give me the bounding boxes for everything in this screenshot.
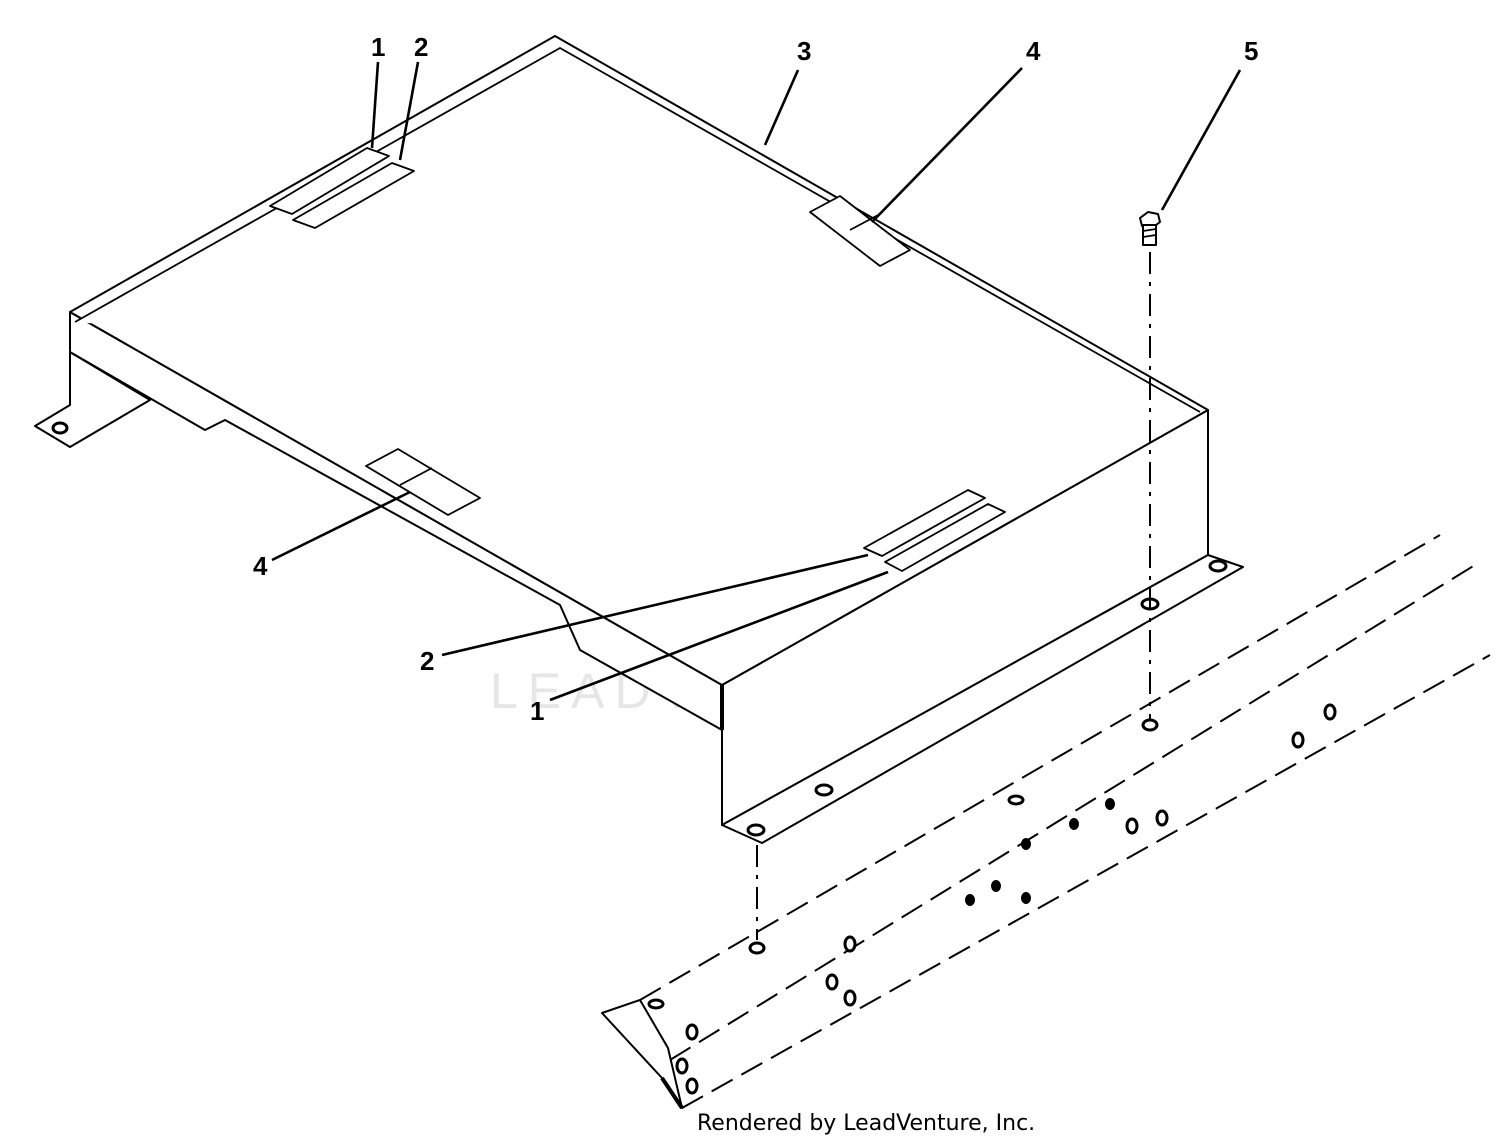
leader-lines bbox=[271, 61, 1242, 702]
callout-5-bolt: 5 bbox=[1244, 36, 1258, 66]
decal-left bbox=[365, 448, 481, 516]
callout-2-rear: 2 bbox=[414, 32, 428, 62]
callout-1-front: 1 bbox=[530, 696, 544, 726]
decal-pair-front bbox=[863, 489, 1006, 572]
footer-credit: Rendered by LeadVenture, Inc. bbox=[697, 1111, 1035, 1136]
callout-1-rear: 1 bbox=[371, 32, 385, 62]
cover-front-flange bbox=[720, 554, 1244, 844]
callouts: 1 2 3 4 5 4 2 1 bbox=[253, 32, 1258, 726]
frame-rail bbox=[601, 534, 1491, 1110]
callout-4-left: 4 bbox=[253, 551, 268, 581]
callout-4-right: 4 bbox=[1026, 36, 1041, 66]
callout-3-cover: 3 bbox=[797, 36, 811, 66]
decal-right bbox=[809, 195, 911, 267]
rear-mounting-flange bbox=[34, 351, 151, 448]
decal-pair-rear bbox=[269, 147, 415, 229]
callout-2-front: 2 bbox=[420, 646, 434, 676]
bolt-icon bbox=[1139, 211, 1161, 246]
cover-top-fold-line bbox=[74, 47, 1201, 413]
